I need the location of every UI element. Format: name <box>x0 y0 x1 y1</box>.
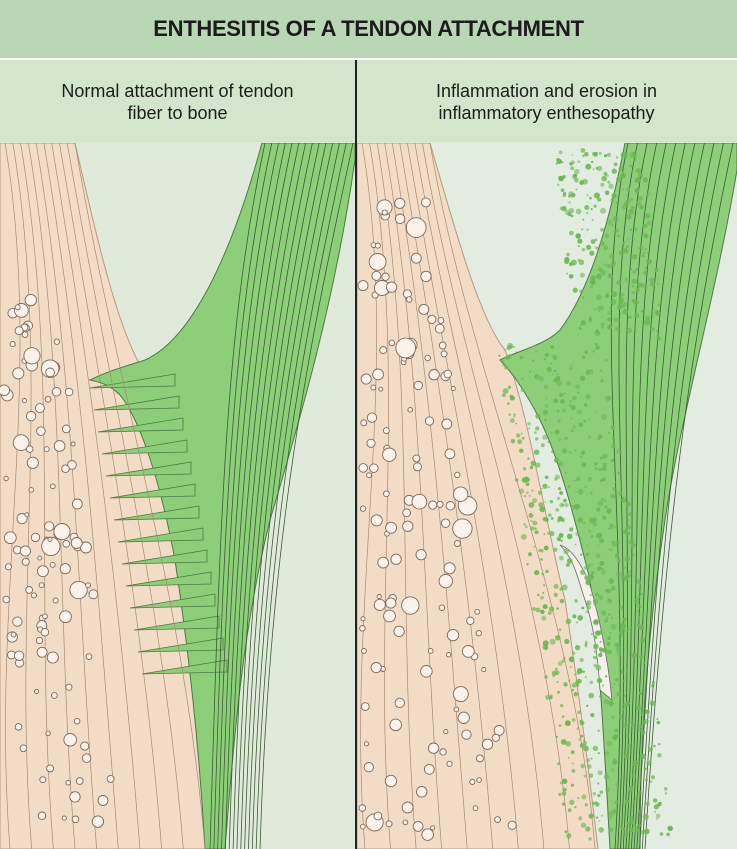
panel-divider <box>355 60 357 849</box>
inflamed-attachment-panel <box>357 143 737 849</box>
normal-attachment-panel <box>0 143 355 849</box>
